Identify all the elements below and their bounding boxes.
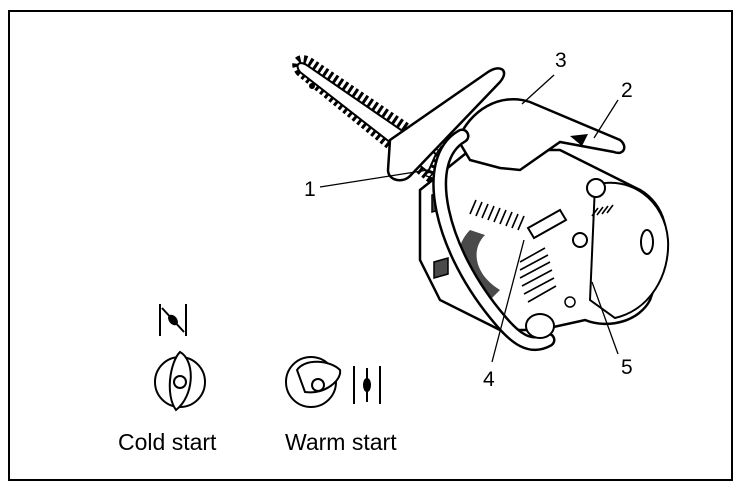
callout-5: 5: [621, 356, 633, 379]
choke-closed-icon: [159, 304, 187, 336]
warm-start-label: Warm start: [285, 429, 397, 455]
cold-start-knob-icon: [154, 350, 206, 412]
cold-start-label: Cold start: [118, 429, 217, 455]
callout-1: 1: [304, 178, 316, 201]
callout-3: 3: [555, 49, 567, 72]
callout-4: 4: [483, 368, 495, 391]
figure-frame: [8, 10, 733, 481]
warm-start-knob-icon: [285, 356, 342, 408]
choke-open-icon: [353, 366, 381, 404]
front-handle-loop: [432, 128, 556, 352]
leader-lines: [319, 74, 619, 363]
callout-2: 2: [621, 79, 633, 102]
top-handle: [456, 97, 626, 172]
